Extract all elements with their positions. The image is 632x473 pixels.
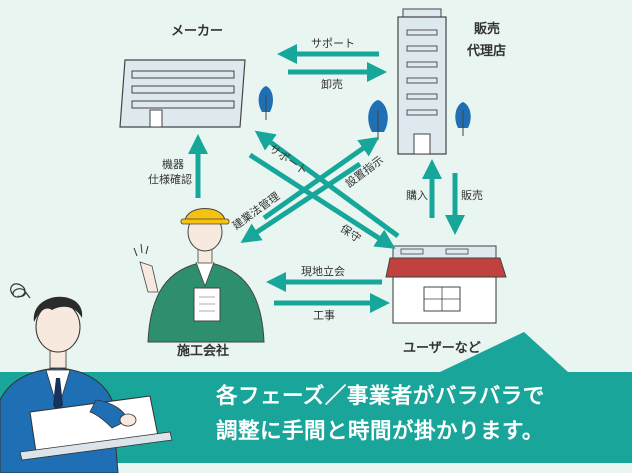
tree-icon [455,102,471,136]
dealer-building [397,8,447,155]
house [385,245,507,324]
banner-line-1: 各フェーズ／事業者がバラバラで [216,384,545,409]
contractor-label: 施工会社 [177,344,230,359]
flow-label-wholesale: 卸売 [321,78,343,91]
businessman-illustration [0,296,173,473]
flow-label-equipment-line1: 機器 [162,158,184,171]
flow-arrows [188,44,465,313]
flow-label-site-visit: 現地立会 [301,265,345,278]
tree-icon [368,100,388,140]
frustration-scribble-icon [10,283,31,299]
flow-label-construction: 工事 [313,309,335,322]
user-label: ユーザーなど [403,341,481,356]
maker-label: メーカー [171,24,224,39]
worker-illustration [133,208,265,343]
flow-label-support-top: サポート [311,37,355,50]
maker-building [119,59,246,128]
flow-label-equipment-line2: 仕様確認 [148,173,192,186]
tree-icon [258,86,273,120]
dealer-label-line2: 代理店 [467,44,507,59]
banner-line-2: 調整に手間と時間が掛かります。 [216,419,544,444]
dealer-label-line1: 販売 [474,22,501,37]
flow-label-purchase: 購入 [406,189,428,202]
flow-label-sales: 販売 [461,189,483,202]
